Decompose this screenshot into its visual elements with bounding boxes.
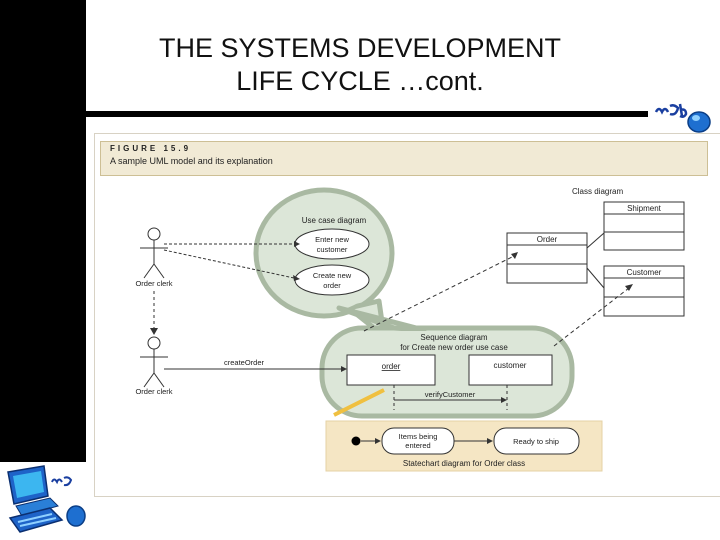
sequence-object-customer-label: customer bbox=[494, 361, 527, 370]
class-shipment: Shipment bbox=[603, 201, 685, 251]
use-case-create-new-order: Create new order bbox=[294, 264, 370, 296]
statechart-title: Statechart diagram for Order class bbox=[403, 459, 525, 468]
link-sequence-to-customer-arrowhead bbox=[625, 284, 633, 291]
state-ready-to-ship: Ready to ship bbox=[493, 427, 580, 455]
use-case-diagram-title: Use case diagram bbox=[302, 216, 367, 225]
class-order-name: Order bbox=[537, 235, 558, 244]
state-2-label: Ready to ship bbox=[513, 437, 559, 446]
actor-label-top: Order clerk bbox=[135, 279, 172, 288]
usecase-link-1-arrowhead bbox=[294, 241, 300, 247]
usecase-link-2 bbox=[163, 249, 295, 279]
use-case-enter-new-customer: Enter new customer bbox=[294, 228, 370, 260]
link-sequence-to-statechart bbox=[333, 388, 385, 417]
link-sequence-to-order-arrowhead bbox=[511, 252, 518, 259]
sequence-object-customer: customer bbox=[468, 354, 553, 386]
use-case-2-line-2: order bbox=[323, 281, 341, 290]
figure-number: FIGURE 15.9 bbox=[110, 144, 192, 153]
left-black-bar bbox=[0, 0, 86, 462]
slide-title-line-2: LIFE CYCLE …cont. bbox=[236, 66, 484, 96]
link-sequence-to-customer-class bbox=[553, 287, 630, 347]
figure-caption: A sample UML model and its explanation bbox=[110, 156, 273, 166]
uml-diagram: Class diagram Shipment Order Customer Us… bbox=[135, 187, 685, 472]
actor-order-clerk-top bbox=[140, 227, 168, 279]
title-underline bbox=[86, 111, 648, 117]
use-case-1-line-1: Enter new bbox=[315, 235, 349, 244]
computer-logo-icon bbox=[0, 462, 92, 540]
class-customer-name: Customer bbox=[627, 268, 662, 277]
message-create-order-label: createOrder bbox=[224, 358, 265, 367]
web-logo-icon bbox=[654, 103, 711, 133]
message-verify-customer-label: verifyCustomer bbox=[425, 390, 476, 399]
state-1-line-2: entered bbox=[405, 441, 430, 450]
slide-title-line-1: THE SYSTEMS DEVELOPMENT bbox=[158, 33, 562, 63]
usecase-link-2-arrowhead bbox=[293, 275, 300, 281]
class-diagram-title: Class diagram bbox=[572, 187, 623, 196]
state-items-being-entered: Items being entered bbox=[381, 427, 455, 455]
actor-link-arrowhead bbox=[150, 328, 158, 335]
sequence-object-order: order bbox=[346, 354, 436, 386]
association-order-customer bbox=[586, 267, 605, 289]
use-case-2-line-1: Create new bbox=[313, 271, 352, 280]
class-customer: Customer bbox=[603, 265, 685, 317]
statechart-initial-state bbox=[351, 436, 361, 446]
class-shipment-name: Shipment bbox=[627, 204, 662, 213]
sequence-bubble bbox=[319, 305, 575, 419]
actor-order-clerk-bottom bbox=[140, 336, 168, 388]
state-1-line-1: Items being bbox=[399, 432, 438, 441]
use-case-1-line-2: customer bbox=[317, 245, 348, 254]
actor-label-bottom: Order clerk bbox=[135, 387, 172, 396]
figure-header bbox=[100, 141, 708, 176]
message-create-order-arrowhead bbox=[341, 366, 347, 372]
association-order-shipment bbox=[586, 232, 605, 249]
sequence-title-line-1: Sequence diagram bbox=[420, 333, 487, 342]
sequence-object-order-label: order bbox=[382, 362, 401, 371]
sequence-title-line-2: for Create new order use case bbox=[400, 343, 508, 352]
statechart-transition-initial-arrowhead bbox=[375, 438, 381, 444]
slide-title: THE SYSTEMS DEVELOPMENT LIFE CYCLE …cont… bbox=[150, 32, 570, 98]
class-order: Order bbox=[506, 232, 588, 284]
message-verify-arrowhead bbox=[501, 397, 507, 403]
statechart-transition-to-ready-arrowhead bbox=[487, 438, 493, 444]
